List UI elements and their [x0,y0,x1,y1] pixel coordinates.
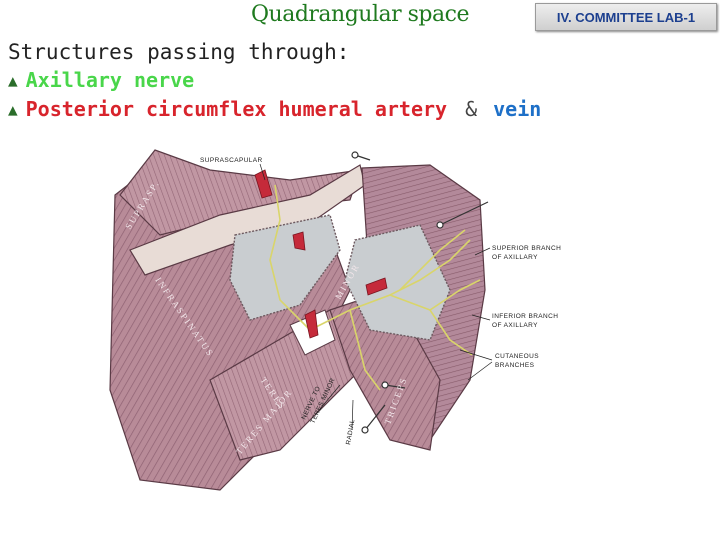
committee-badge: IV. COMMITTEE LAB-1 [535,3,717,31]
tree-bullet-icon: ▲ [8,99,18,119]
label-cutaneous-1: CUTANEOUS [495,353,539,360]
ampersand: & [465,97,478,121]
label-suprascapular: SUPRASCAPULAR [200,157,263,164]
label-radial: RADIAL [345,419,356,446]
exposed-area-lower [344,224,451,341]
bullet-text: Posterior circumflex humeral artery [25,97,448,121]
tree-bullet-icon: ▲ [8,70,18,90]
label-inferior-branch-1: INFERIOR BRANCH [492,313,558,320]
bullet-circumflex-artery: ▲ Posterior circumflex humeral artery & … [8,97,541,121]
leader-lines [259,163,493,431]
subtitle: Structures passing through: [8,40,350,64]
nerve-branches [269,184,481,391]
shoulder-anatomy-illustration: SUPRASP. INFRASPINATUS TERES MINOR TERES… [109,149,561,491]
bullet-axillary-nerve: ▲ Axillary nerve [8,68,194,92]
exposed-area-upper [229,214,341,321]
label-superior-branch-1: SUPERIOR BRANCH [492,245,561,252]
label-inferior-branch-2: OF AXILLARY [492,322,538,329]
retractor-pins [351,151,489,434]
page-title: Quadrangular space [251,2,469,27]
vein-text: vein [493,97,542,121]
label-cutaneous-2: BRANCHES [495,362,535,369]
label-superior-branch-2: OF AXILLARY [492,254,538,261]
bullet-text: Axillary nerve [25,68,195,92]
red-arteries [254,169,388,339]
